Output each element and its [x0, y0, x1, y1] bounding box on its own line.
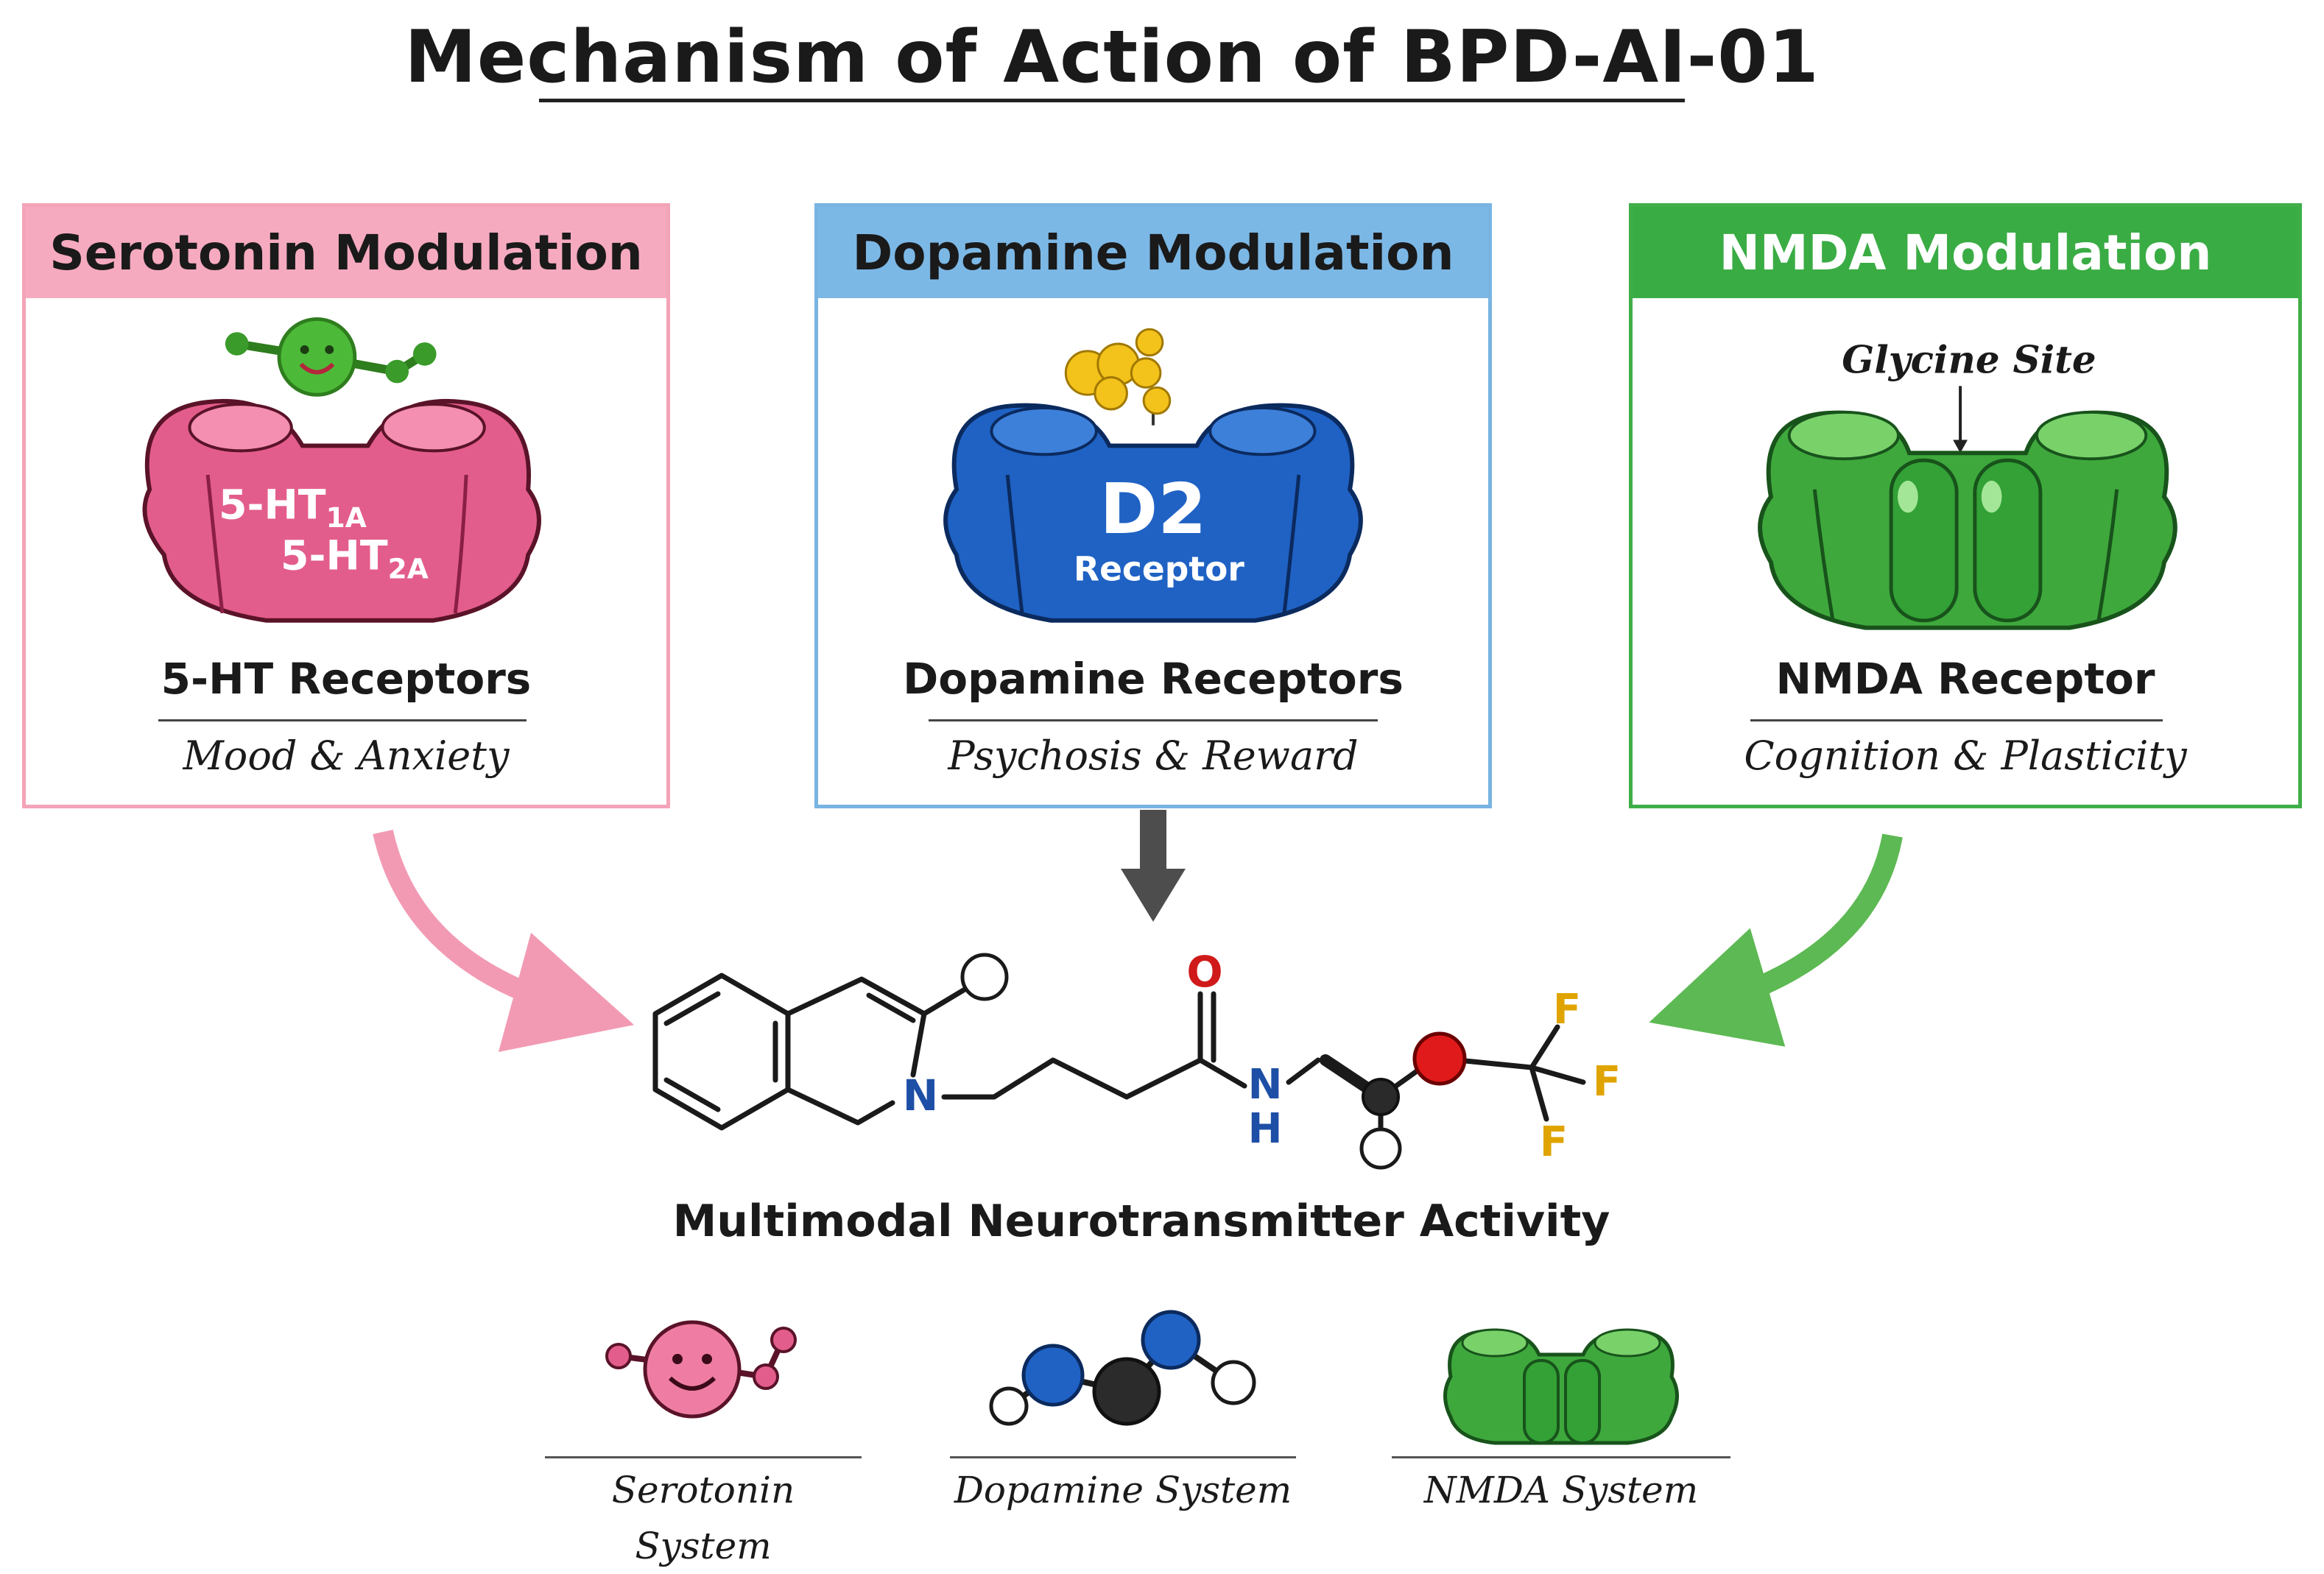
amide-hydrogen-label: H	[1248, 1105, 1283, 1153]
oxygen-atom-label: O	[1186, 947, 1222, 997]
legend-divider	[545, 1456, 862, 1458]
legend-dopamine: Dopamine System	[950, 1296, 1296, 1524]
dopamine-molecule-icon	[989, 1310, 1256, 1426]
dopamine-divider	[929, 719, 1378, 721]
nmda-receptor-icon	[1758, 410, 2177, 630]
serotonin-panel: Serotonin Modulation 5-HT1A 5-HT2A 5-HT …	[22, 203, 670, 808]
nmda-panel: NMDA Modulation Glycine Site NMDA Recept…	[1629, 203, 2302, 808]
nmda-receptor-icon	[1443, 1328, 1679, 1445]
legend-nmda-label: NMDA System	[1423, 1469, 1699, 1511]
nmda-receptor-name: NMDA Receptor	[1775, 654, 2155, 704]
glycine-site-label: Glycine Site	[1842, 339, 2096, 383]
carbon-atom-icon	[1362, 1078, 1400, 1116]
nmda-divider	[1750, 719, 2163, 721]
dopamine-panel-header: Dopamine Modulation	[818, 207, 1488, 298]
serotonin-receptor-name: 5-HT Receptors	[161, 654, 532, 704]
dopamine-receptor-name: Dopamine Receptors	[903, 654, 1404, 704]
nmda-receptor-illustration: Glycine Site	[1758, 339, 2177, 630]
legend-divider	[950, 1456, 1296, 1458]
serotonin-description: Mood & Anxiety	[183, 733, 510, 779]
receptor-label-5ht2a: 5-HT2A	[281, 533, 429, 585]
molecule-atoms	[960, 953, 1467, 1170]
nmda-description: Cognition & Plasticity	[1744, 733, 2187, 779]
dopamine-flow-arrow	[1121, 810, 1186, 922]
molecule-caption: Multimodal Neurotransmitter Activity	[672, 1196, 1610, 1247]
page-title: Mechanism of Action of BPD-AI-01	[404, 15, 1820, 99]
serotonin-molecule-icon	[605, 1320, 797, 1419]
legend-nmda: NMDA System	[1392, 1296, 1730, 1524]
d2-receptor-sublabel: Receptor	[1074, 549, 1244, 588]
serotonin-panel-header: Serotonin Modulation	[26, 207, 666, 298]
legend-divider	[1392, 1456, 1730, 1458]
serotonin-receptor-illustration: 5-HT1A 5-HT2A	[142, 317, 541, 623]
dopamine-panel: Dopamine Modulation D2 Receptor Dopamine…	[814, 203, 1492, 808]
nmda-flow-arrow	[1649, 833, 1903, 1047]
serotonin-divider	[158, 719, 527, 721]
dopamine-receptor-illustration: D2 Receptor	[943, 328, 1363, 623]
serotonin-receptor-icon: 5-HT1A 5-HT2A	[142, 399, 541, 623]
d2-receptor-icon: D2 Receptor	[943, 403, 1363, 623]
legend-serotonin: Serotonin System	[545, 1296, 862, 1567]
fluorine-atom-label: F	[1553, 986, 1581, 1034]
legend-serotonin-label: Serotonin System	[611, 1469, 795, 1567]
d2-label: D2	[1100, 469, 1207, 550]
dopamine-description: Psychosis & Reward	[948, 733, 1359, 779]
nitrogen-atom-label: N	[903, 1070, 939, 1120]
fluorine-atom-label: F	[1593, 1058, 1621, 1106]
serotonin-flow-arrow	[373, 829, 635, 1052]
serotonin-ligand-icon	[225, 317, 437, 397]
receptor-label-5ht1a: 5-HT1A	[219, 481, 367, 534]
fluorine-atom-label: F	[1540, 1118, 1568, 1166]
title-underline	[539, 99, 1685, 102]
oxygen-atom-icon	[1412, 1031, 1467, 1086]
nmda-panel-header: NMDA Modulation	[1633, 207, 2298, 298]
legend-dopamine-label: Dopamine System	[954, 1469, 1292, 1511]
amide-nitrogen-label: N	[1248, 1061, 1283, 1109]
bpd-ai-01-molecule	[652, 973, 1586, 1140]
dopamine-ligand-icon	[1064, 328, 1172, 426]
hydrogen-atom-icon	[1359, 1127, 1402, 1170]
hydrogen-atom-icon	[960, 953, 1009, 1001]
